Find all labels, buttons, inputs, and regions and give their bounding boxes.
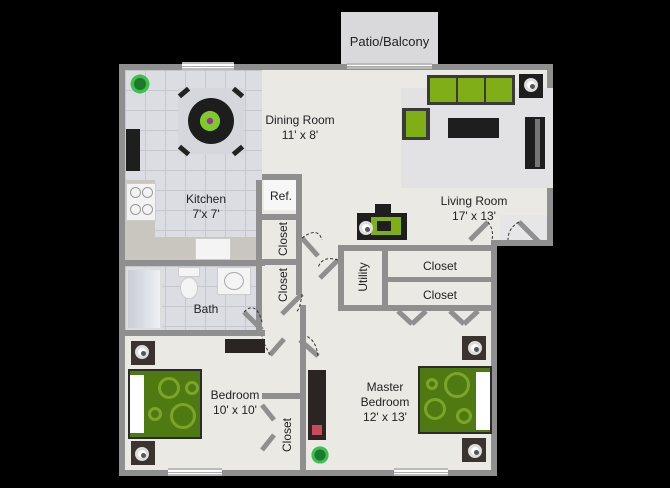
living-label: Living Room 17' x 13' [434,194,514,224]
bed [128,369,202,439]
kitchen-label: Kitchen 7'x 7' [178,192,234,222]
window [168,468,222,476]
ref-label: Ref. [269,189,292,203]
wall [382,245,388,307]
patio-balcony: Patio/Balcony [341,12,438,68]
centerpiece [200,111,220,131]
patio-label: Patio/Balcony [349,34,430,49]
master-name: Master [366,380,404,394]
sliding-door [347,63,432,69]
bathtub [126,268,162,330]
master-size: 12' x 13' [363,410,407,424]
wall [262,259,302,265]
kitchen-name: Kitchen [185,192,227,206]
desk [357,213,407,240]
wall [256,180,262,330]
wall [262,214,302,220]
window [394,468,448,476]
sofa-cushions [430,78,512,102]
wall [300,305,306,475]
kitchen-size: 7'x 7' [192,207,220,221]
dining-size: 11' x 8' [281,128,319,142]
wall [296,265,302,295]
coffee-table [448,118,499,138]
wall [262,393,302,399]
bedroom-name: Bedroom [210,388,260,402]
master-label: Master Bedroom 12' x 13' [350,380,420,425]
plant-icon [309,444,331,466]
stove [126,183,156,221]
dining-name: Dining Room [265,113,335,127]
wall [382,277,493,282]
bedroom-size: 10' x 10' [213,403,257,417]
dining-label: Dining Room 11' x 8' [262,113,338,143]
wall [262,174,302,180]
window [182,62,234,70]
bath-sink [217,267,251,295]
nightstand [131,341,155,365]
master-dresser [308,370,326,440]
armchair [402,108,430,140]
living-name: Living Room [440,194,508,208]
dishwasher [126,129,140,171]
dresser [225,339,265,353]
refrigerator [264,180,296,210]
plant-icon [128,72,152,96]
wall [338,305,493,311]
wall [491,240,553,246]
nightstand [462,336,486,360]
bath-label: Bath [193,302,219,316]
master-name2: Bedroom [360,395,410,409]
wall [296,220,302,260]
wall [338,245,493,251]
kitchen-sink [195,238,231,260]
nightstand [462,438,486,462]
wall [125,330,265,336]
wall [125,260,265,266]
desk-chair [375,204,391,214]
closet-upper-label: Closet [422,259,457,273]
end-table [519,74,543,98]
tv-stand [525,117,545,169]
living-size: 17' x 13' [452,209,496,223]
closet-lower-label: Closet [422,288,457,302]
bedroom-label: Bedroom 10' x 10' [200,388,270,418]
nightstand [131,441,155,465]
wall [338,245,344,307]
wall [296,174,302,214]
toilet [177,267,200,299]
master-bed [418,366,492,434]
